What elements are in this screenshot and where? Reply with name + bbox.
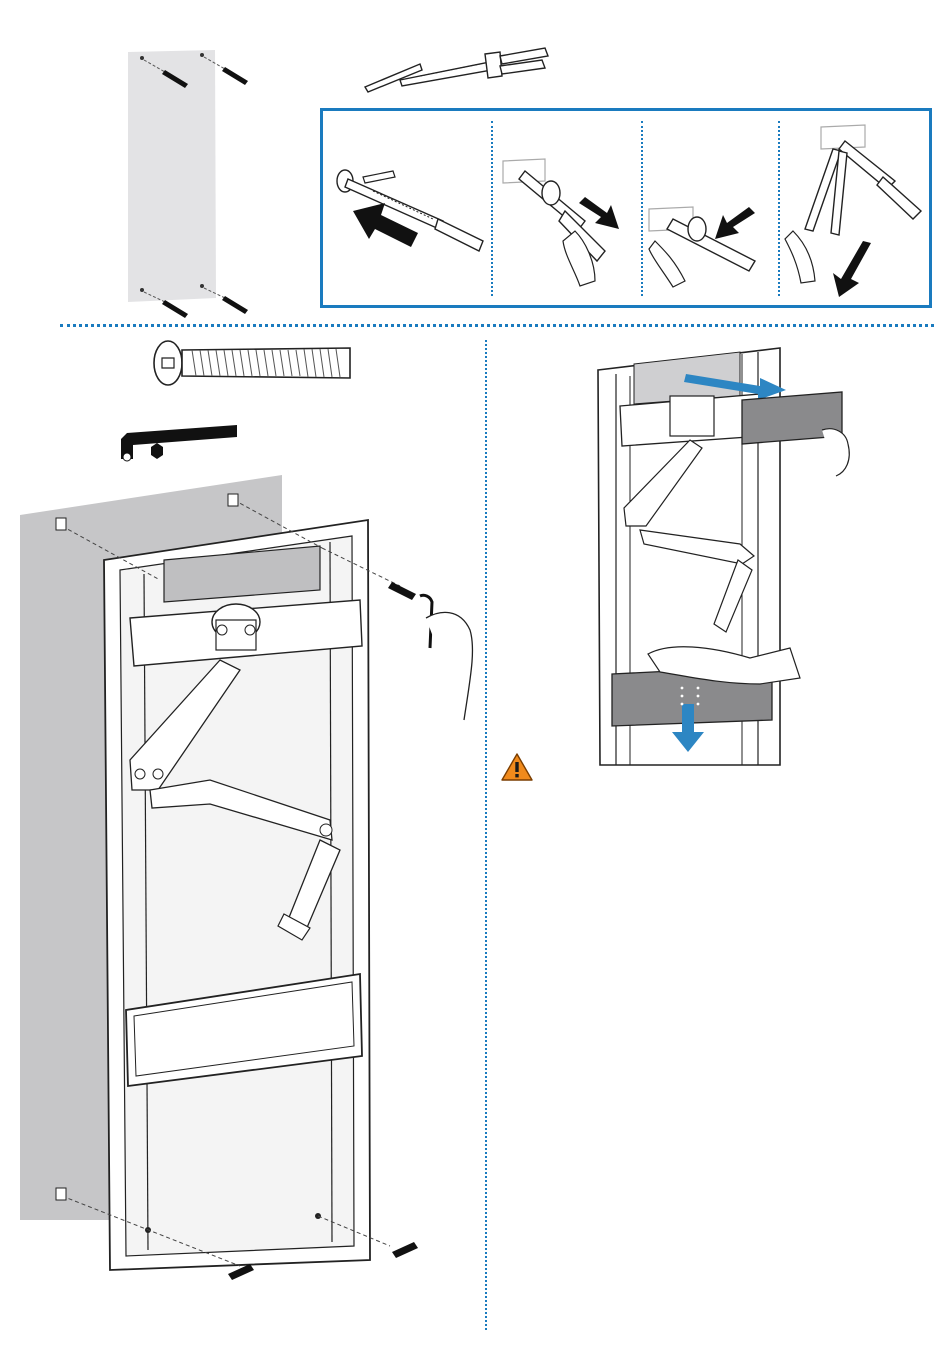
wall-anchor-icon	[360, 42, 560, 102]
pull-anchor-illustration-icon	[645, 111, 775, 305]
step-2-push-anchor	[495, 111, 641, 305]
arrow-up-left-icon	[715, 207, 755, 239]
warning-triangle-icon	[500, 752, 534, 782]
hex-key-icon	[115, 415, 245, 465]
frame-assembly-figure	[40, 490, 480, 1290]
anchor-steps-box	[320, 108, 932, 308]
step-3-pull-anchor	[645, 111, 775, 305]
step-1-insert-anchor	[323, 111, 493, 305]
break-anchor-illustration-icon	[783, 111, 933, 305]
wall-plate-figure	[110, 40, 260, 320]
horizontal-dotted-separator	[60, 324, 934, 327]
bolt-icon	[150, 338, 360, 388]
bolt-figure	[150, 338, 360, 388]
wall-anchor-figure	[360, 42, 560, 102]
hex-nut-icon	[151, 443, 163, 459]
cover-removal-illustration-icon	[590, 340, 890, 770]
cover-removal-figure	[590, 340, 890, 770]
vertical-dotted-separator	[485, 340, 487, 1330]
arrow-down-left-icon	[833, 241, 871, 297]
wall-plate-with-anchors-icon	[110, 40, 260, 320]
push-anchor-illustration-icon	[495, 111, 641, 305]
frame-assembly-illustration-icon	[40, 490, 480, 1290]
dotted-separator	[641, 121, 643, 296]
hex-key-figure	[115, 415, 245, 465]
insert-anchor-illustration-icon	[323, 111, 493, 305]
dotted-separator	[778, 121, 780, 296]
arrow-down-right-icon	[579, 197, 619, 229]
dotted-separator	[491, 121, 493, 296]
step-4-break-off	[783, 111, 933, 305]
